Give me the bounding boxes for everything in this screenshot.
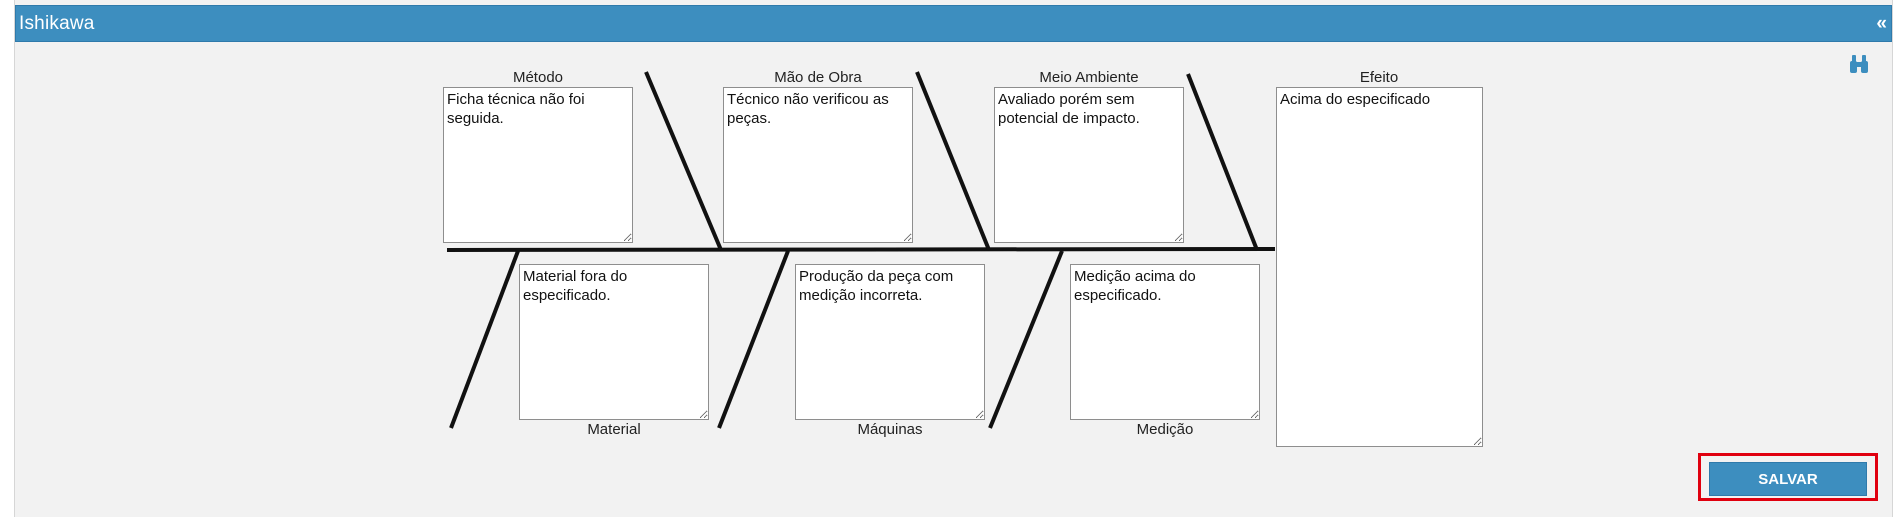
maquinas-textarea[interactable]: Produção da peça com medição incorreta.: [795, 264, 985, 420]
meio-ambiente-textarea[interactable]: Avaliado porém sem potencial de impacto.: [994, 87, 1184, 243]
panel-title: Ishikawa: [19, 13, 95, 34]
medicao-textarea[interactable]: Medição acima do especificado.: [1070, 264, 1260, 420]
label-maquinas: Máquinas: [857, 421, 923, 438]
label-meio-ambiente: Meio Ambiente: [1039, 69, 1139, 86]
efeito-textarea[interactable]: Acima do especificado: [1276, 87, 1483, 447]
save-button[interactable]: SALVAR: [1709, 462, 1867, 496]
collapse-icon[interactable]: «: [1876, 13, 1887, 34]
label-mao-de-obra: Mão de Obra: [774, 69, 862, 86]
label-metodo: Método: [512, 69, 564, 86]
mao-de-obra-textarea[interactable]: Técnico não verificou as peças.: [723, 87, 913, 243]
label-medicao: Medição: [1136, 421, 1194, 438]
label-efeito: Efeito: [1359, 69, 1399, 86]
panel-header: Ishikawa «: [15, 5, 1892, 42]
material-textarea[interactable]: Material fora do especificado.: [519, 264, 709, 420]
ishikawa-panel: [14, 0, 1893, 517]
save-button-highlight: [1698, 453, 1878, 501]
metodo-textarea[interactable]: Ficha técnica não foi seguida.: [443, 87, 633, 243]
label-material: Material: [587, 421, 641, 438]
binoculars-icon[interactable]: [1848, 53, 1870, 75]
